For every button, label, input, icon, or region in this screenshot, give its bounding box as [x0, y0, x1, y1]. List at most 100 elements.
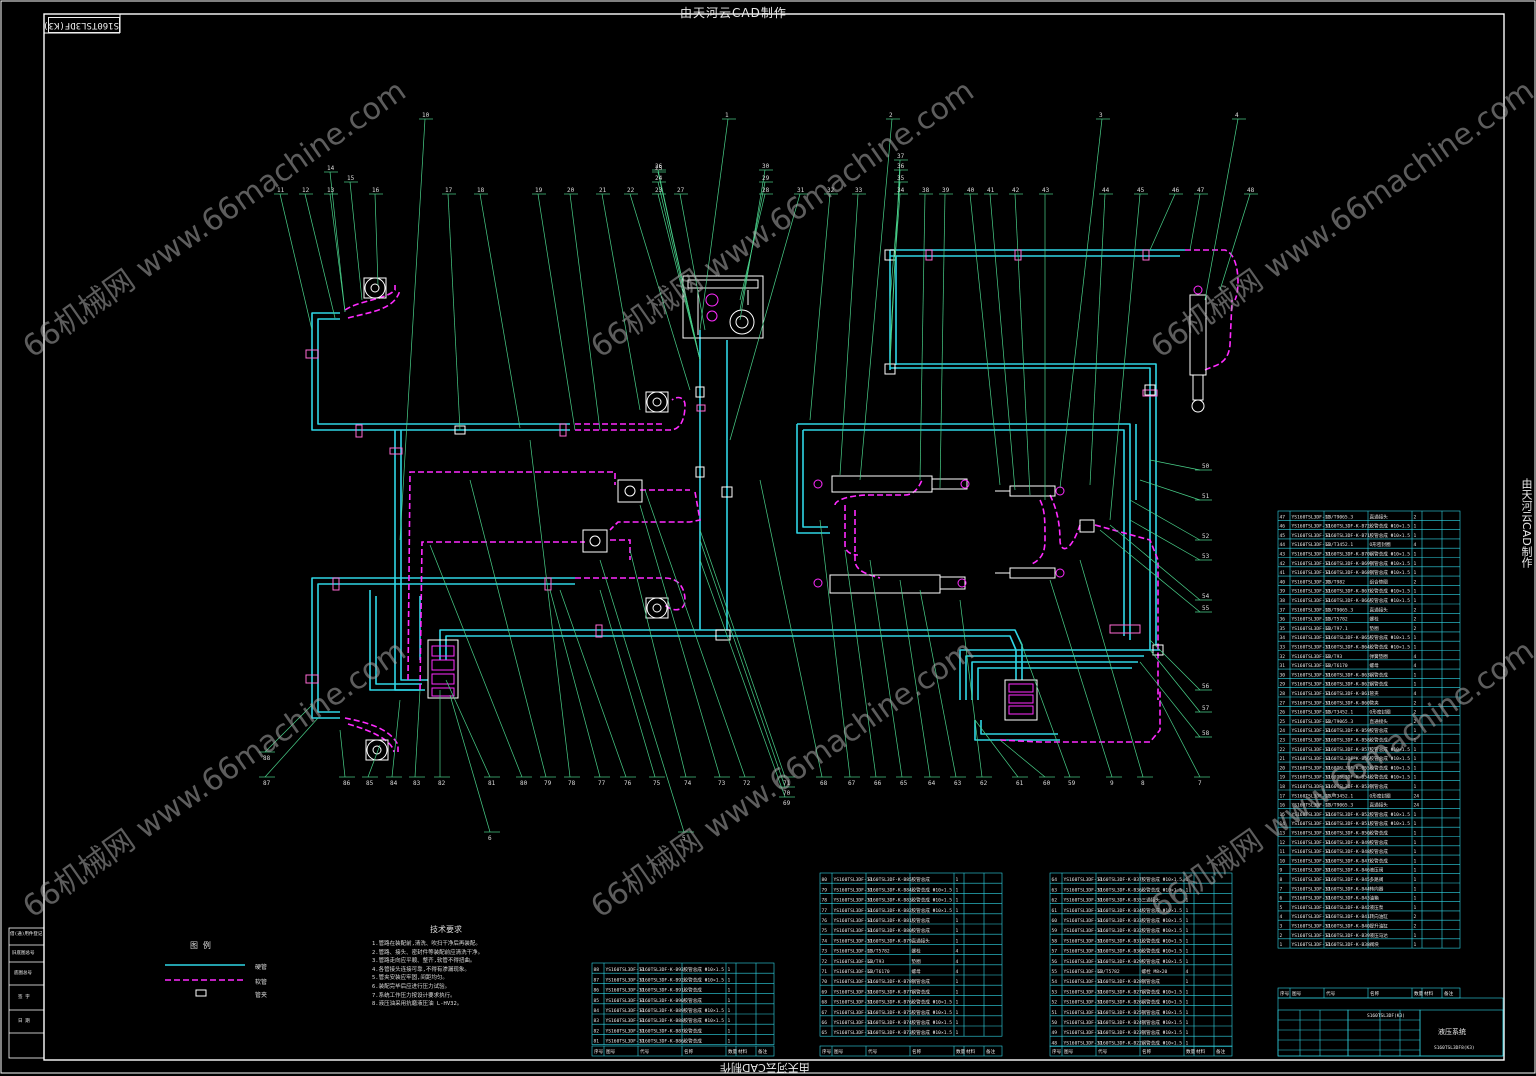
- callout-number: 79: [544, 780, 552, 787]
- table-cell: S160TSL3DF-K-B73: [868, 1030, 912, 1036]
- table-cell: 钢管总成 Φ10×1.5: [1142, 1029, 1183, 1036]
- side-title: 由天河云CAD制作: [1520, 478, 1533, 568]
- table-cell: YS160TSL3DF-11: [1292, 942, 1331, 948]
- leader-line: [919, 193, 926, 481]
- leader-line: [679, 193, 706, 331]
- parts-tables: [591, 510, 1504, 1057]
- table-cell: 1: [1414, 561, 1417, 567]
- leader-line: [1149, 193, 1176, 251]
- table-cell: 29: [1280, 682, 1286, 688]
- table-cell: 1: [728, 977, 731, 983]
- legend-clamp-symbol: [195, 989, 207, 997]
- margin-label: 旧底图总号: [12, 951, 35, 956]
- table-cell: 1: [1414, 635, 1417, 641]
- table-cell: S160TSL3DF-K-B80: [868, 928, 912, 934]
- table-cell: 39: [1280, 589, 1286, 595]
- table-cell: 47: [1280, 514, 1286, 520]
- tech-note: 5.管夹安装应牢固,间距均匀。: [372, 975, 448, 982]
- leader-line: [391, 699, 401, 778]
- table-cell: 胶管总成 Φ10×1.5: [912, 886, 953, 893]
- table-cell: GB/T3452.1: [1326, 542, 1354, 548]
- table-cell: S160TSL3DF-K-B49: [1326, 840, 1370, 846]
- table-cell: S160TSL3DF-K-B48: [1326, 849, 1370, 855]
- inner-border: [43, 13, 1505, 1061]
- table-cell: 直通接头: [912, 937, 931, 944]
- callout-number: 62: [980, 780, 988, 787]
- table-cell: 液压阀: [1370, 867, 1384, 874]
- table-cell: S160TSL3DF-K-B36: [1098, 887, 1142, 893]
- leader-line: [644, 489, 746, 778]
- table-header-cell: 代号: [1098, 1048, 1108, 1055]
- table-cell: YS160TSL3DF-11: [834, 1020, 873, 1026]
- table-cell: YS160TSL3DF-11: [1292, 765, 1331, 771]
- table-cell: 胶管总成: [912, 876, 931, 883]
- title-block-cell: [1277, 1009, 1349, 1057]
- table-cell: 胶管总成 Φ10×1.5: [1370, 774, 1411, 781]
- table-cell: 70: [822, 979, 828, 985]
- table-cell: S160TSL3DF-K-B35: [1098, 898, 1142, 904]
- table-cell: 2: [1414, 579, 1417, 585]
- margin-label: 借(通)用件登记: [10, 932, 43, 937]
- leader-line: [447, 193, 461, 431]
- table-cell: 1: [1414, 589, 1417, 595]
- table-cell: 2: [1414, 514, 1417, 520]
- table-cell: YS160TSL3DF-11: [1064, 959, 1103, 965]
- callout-number: 81: [488, 780, 496, 787]
- table-cell: 24: [1414, 793, 1420, 799]
- legend-label-clamp: 管夹: [255, 992, 268, 999]
- table-cell: 60: [1052, 918, 1058, 924]
- steering-cylinder-lower: [995, 567, 1065, 579]
- callout-number: 66: [874, 780, 882, 787]
- table-cell: 直通接头: [1370, 718, 1389, 725]
- table-cell: 胶管总成 Φ10×1.5: [1370, 644, 1411, 651]
- table-cell: S160TSL3DF-K-B39: [1326, 933, 1370, 939]
- table-cell: S160TSL3DF-K-B77: [868, 989, 912, 995]
- leader-line: [1099, 529, 1201, 613]
- table-cell: 69: [822, 989, 828, 995]
- table-cell: 1: [1414, 728, 1417, 734]
- table-cell: 1: [1414, 933, 1417, 939]
- callout-number: 61: [1016, 780, 1024, 787]
- table-cell: S160TSL3DF-K-B31: [1098, 938, 1142, 944]
- table-cell: 1: [1186, 959, 1189, 965]
- table-cell: 1: [1414, 868, 1417, 874]
- table-cell: 59: [1052, 928, 1058, 934]
- leader-line: [759, 479, 823, 778]
- table-cell: YS160TSL3DF-11: [1292, 645, 1331, 651]
- table-cell: 8: [1280, 877, 1283, 883]
- table-cell: 18: [1280, 784, 1286, 790]
- table-cell: 胶管总成 Φ10×1.5: [1370, 755, 1411, 762]
- table-cell: GB/T5782: [1326, 617, 1348, 623]
- callout-number: 46: [1172, 187, 1180, 194]
- table-cell: 31: [1280, 663, 1286, 669]
- valve-unit-b: [582, 529, 608, 553]
- table-cell: S160TSL3DF-K-B88: [640, 1018, 684, 1024]
- table-cell: YS160TSL3DF-11: [1292, 626, 1331, 632]
- table-cell: 1: [956, 908, 959, 914]
- table-cell: 胶管总成 Φ10×1.5: [1370, 634, 1411, 641]
- callout-number: 14: [327, 165, 335, 172]
- table-cell: 1: [956, 877, 959, 883]
- callout-number: 24: [655, 175, 663, 182]
- table-cell: 1: [956, 1010, 959, 1016]
- table-cell: S160TSL3DF-K-B72: [1326, 524, 1370, 530]
- table-cell: 垫圈: [1370, 625, 1380, 632]
- table-cell: GB/T3452.1: [1326, 793, 1354, 799]
- tech-note: 6.装配完毕后应进行压力试验。: [372, 983, 451, 990]
- table-cell: YS160TSL3DF-11: [834, 1010, 873, 1016]
- callout-number: 75: [653, 780, 661, 787]
- leader-line: [657, 181, 701, 361]
- callout-number: 42: [1012, 187, 1020, 194]
- table-header-cell: 序号: [822, 1048, 832, 1055]
- table-cell: 1: [1414, 747, 1417, 753]
- table-cell: 1: [956, 1020, 959, 1026]
- table-cell: YS160TSL3DF-11: [1292, 858, 1331, 864]
- callout-number: 11: [277, 187, 285, 194]
- table-cell: YS160TSL3DF-11: [1292, 933, 1331, 939]
- table-cell: 1: [1414, 886, 1417, 892]
- table-cell: YS160TSL3DF-11: [834, 928, 873, 934]
- table-cell: O形密封圈: [1370, 541, 1392, 548]
- table-cell: 胶管总成: [1370, 737, 1389, 744]
- table-cell: S160TSL3DF-K-B75: [868, 1010, 912, 1016]
